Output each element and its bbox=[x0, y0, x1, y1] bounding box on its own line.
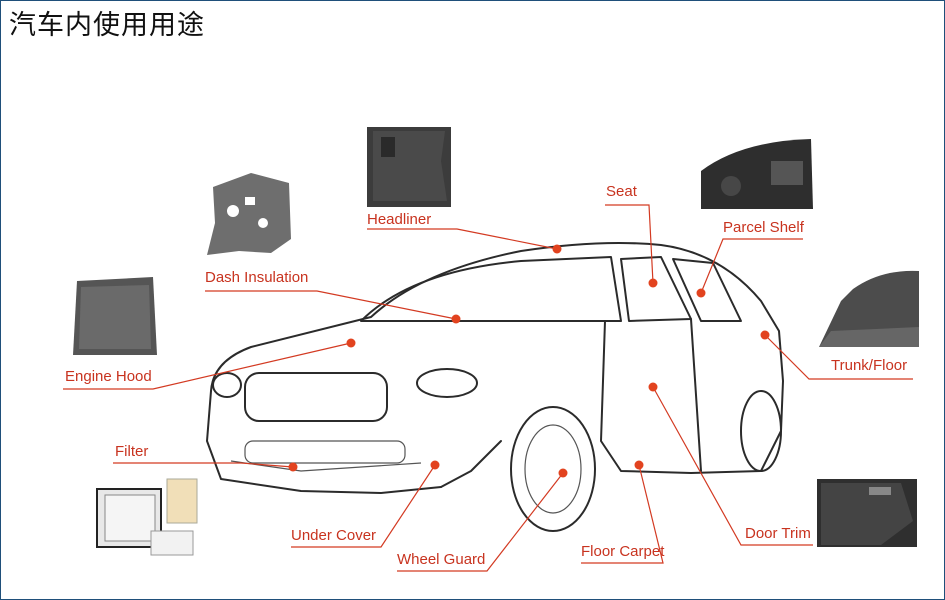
leader-dash-insulation bbox=[205, 290, 461, 324]
label-door-trim: Door Trim bbox=[745, 525, 811, 542]
leader-floor-carpet bbox=[581, 460, 664, 564]
label-seat: Seat bbox=[606, 183, 637, 200]
filter-photo bbox=[96, 478, 198, 556]
leader-headliner bbox=[367, 228, 562, 254]
leader-door-trim bbox=[648, 382, 813, 546]
label-wheel-guard: Wheel Guard bbox=[397, 551, 486, 568]
label-floor-carpet: Floor Carpet bbox=[581, 543, 665, 560]
leader-parcel-shelf bbox=[696, 238, 803, 298]
label-headliner: Headliner bbox=[367, 211, 432, 228]
leader-engine-hood bbox=[63, 338, 356, 390]
trunk-floor-photo bbox=[819, 270, 919, 347]
leader-under-cover bbox=[291, 460, 440, 548]
leader-filter bbox=[113, 462, 298, 472]
label-filter: Filter bbox=[115, 443, 149, 460]
label-parcel-shelf: Parcel Shelf bbox=[723, 219, 804, 236]
leader-seat bbox=[605, 204, 658, 288]
car-outline bbox=[206, 242, 784, 532]
leader-wheel-guard bbox=[397, 468, 568, 572]
door-trim-photo bbox=[817, 479, 917, 547]
page-title: 汽车内使用用途 bbox=[9, 10, 205, 41]
leader-trunk-floor bbox=[760, 330, 913, 380]
headliner-photo bbox=[367, 127, 451, 207]
label-engine-hood: Engine Hood bbox=[65, 368, 152, 385]
parcel-shelf-photo bbox=[701, 139, 813, 209]
label-trunk-floor: Trunk/Floor bbox=[831, 357, 908, 374]
label-under-cover: Under Cover bbox=[291, 527, 377, 544]
dash-insulation-photo bbox=[207, 173, 291, 255]
label-dash-insulation: Dash Insulation bbox=[205, 269, 309, 286]
engine-hood-photo bbox=[73, 277, 157, 355]
